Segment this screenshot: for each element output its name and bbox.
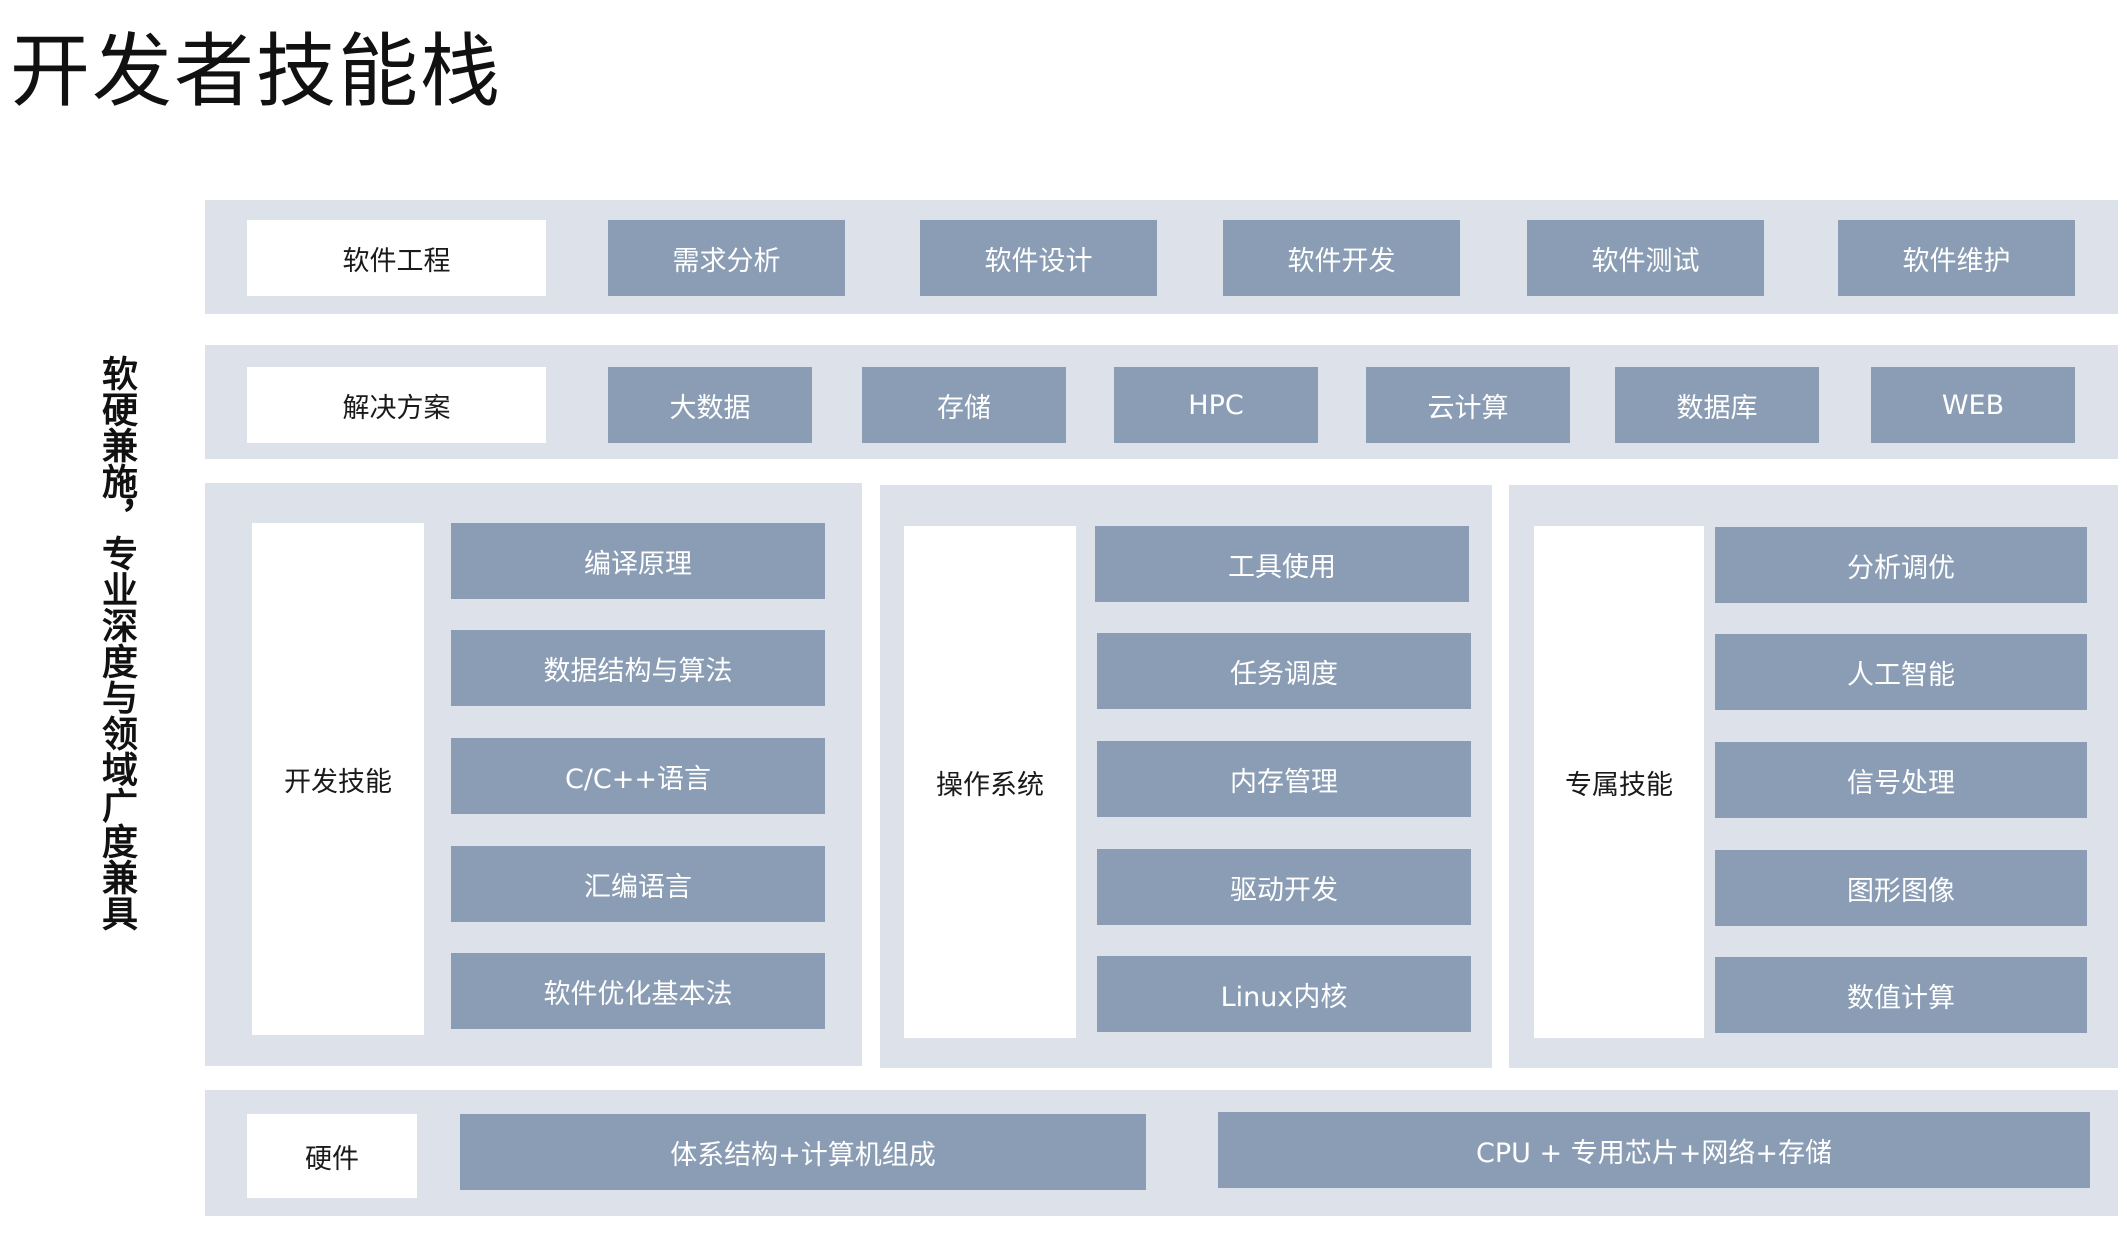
software-engineering-label: 软件工程 (247, 220, 546, 296)
software-engineering-band: 软件工程 需求分析 软件设计 软件开发 软件测试 软件维护 (205, 200, 2118, 314)
item-artificial-intelligence: 人工智能 (1715, 634, 2087, 710)
item-database: 数据库 (1615, 367, 1819, 443)
dev-skills-label: 开发技能 (252, 523, 424, 1035)
item-software-optimization: 软件优化基本法 (451, 953, 825, 1029)
side-label: 软硬兼施，专业深度与领域广度兼具 (96, 355, 137, 931)
hardware-label: 硬件 (247, 1114, 417, 1198)
item-software-design: 软件设计 (920, 220, 1157, 296)
item-software-development: 软件开发 (1223, 220, 1460, 296)
item-tool-usage: 工具使用 (1095, 526, 1469, 602)
item-web: WEB (1871, 367, 2075, 443)
item-memory-management: 内存管理 (1097, 741, 1471, 817)
item-storage: 存储 (862, 367, 1066, 443)
special-skills-label: 专属技能 (1534, 526, 1704, 1038)
item-compiler-principles: 编译原理 (451, 523, 825, 599)
item-driver-development: 驱动开发 (1097, 849, 1471, 925)
item-cloud-computing: 云计算 (1366, 367, 1570, 443)
solutions-label: 解决方案 (247, 367, 546, 443)
item-assembly-language: 汇编语言 (451, 846, 825, 922)
solutions-band: 解决方案 大数据 存储 HPC 云计算 数据库 WEB (205, 345, 2118, 459)
item-software-testing: 软件测试 (1527, 220, 1764, 296)
item-linux-kernel: Linux内核 (1097, 956, 1471, 1032)
hardware-band: 硬件 体系结构+计算机组成 CPU + 专用芯片+网络+存储 (205, 1090, 2118, 1216)
item-requirements-analysis: 需求分析 (608, 220, 845, 296)
os-label: 操作系统 (904, 526, 1076, 1038)
special-skills-panel: 专属技能 分析调优 人工智能 信号处理 图形图像 数值计算 (1509, 485, 2118, 1068)
os-panel: 操作系统 工具使用 任务调度 内存管理 驱动开发 Linux内核 (880, 485, 1492, 1068)
item-hpc: HPC (1114, 367, 1318, 443)
item-signal-processing: 信号处理 (1715, 742, 2087, 818)
page-title: 开发者技能栈 (10, 25, 502, 118)
item-big-data: 大数据 (608, 367, 812, 443)
item-c-cpp-language: C/C++语言 (451, 738, 825, 814)
item-data-structures-algorithms: 数据结构与算法 (451, 630, 825, 706)
item-task-scheduling: 任务调度 (1097, 633, 1471, 709)
item-architecture-organization: 体系结构+计算机组成 (460, 1114, 1146, 1190)
item-numerical-computing: 数值计算 (1715, 957, 2087, 1033)
item-graphics-imaging: 图形图像 (1715, 850, 2087, 926)
item-software-maintenance: 软件维护 (1838, 220, 2075, 296)
item-performance-tuning: 分析调优 (1715, 527, 2087, 603)
item-cpu-chips-network-storage: CPU + 专用芯片+网络+存储 (1218, 1112, 2090, 1188)
dev-skills-panel: 开发技能 编译原理 数据结构与算法 C/C++语言 汇编语言 软件优化基本法 (205, 483, 862, 1066)
